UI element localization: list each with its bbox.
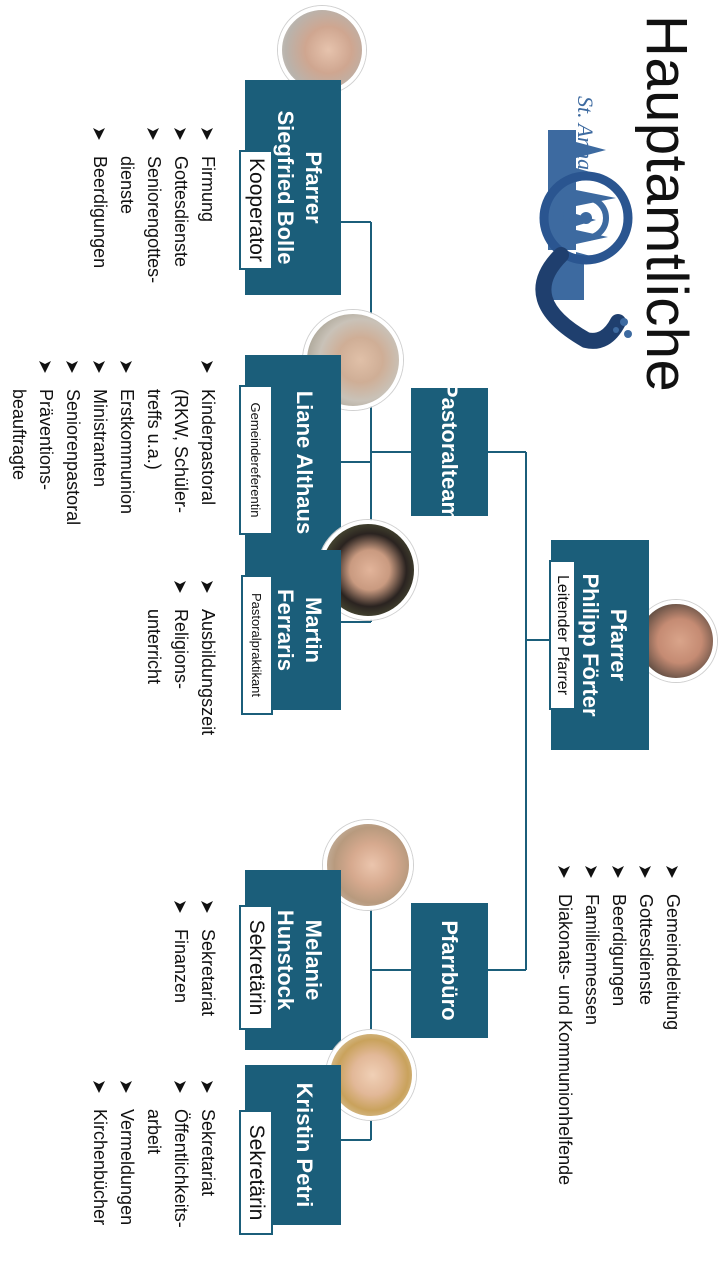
person-name-althaus: Liane Althaus bbox=[292, 390, 317, 535]
arrow-bullet-icon bbox=[639, 866, 651, 878]
person-name-ferraris-line1: Martin bbox=[301, 597, 326, 663]
arrow-bullet-icon bbox=[66, 361, 78, 373]
list-item: Familienmessen bbox=[578, 860, 605, 1185]
arrow-bullet-icon bbox=[585, 866, 597, 878]
task-list-bolle: Firmung Gottesdienste Seniorengottes- di… bbox=[86, 122, 221, 283]
arrow-bullet-icon bbox=[147, 128, 159, 140]
list-item: dienste bbox=[117, 156, 137, 215]
list-item: Kinderpastoral bbox=[194, 355, 221, 525]
arrow-bullet-icon bbox=[120, 1081, 132, 1093]
unit-box-pastoralteam: Pastoralteam bbox=[411, 383, 488, 521]
list-item: Beerdigungen bbox=[605, 860, 632, 1185]
list-item: unterricht bbox=[144, 609, 164, 685]
unit-label-pfarrbuero: Pfarrbüro bbox=[437, 920, 463, 1021]
person-name-foerter-line1: Pfarrer bbox=[606, 608, 631, 682]
list-item: Firmung bbox=[194, 122, 221, 283]
logo-graphic bbox=[535, 130, 633, 349]
unit-label-pastoralteam: Pastoralteam bbox=[437, 382, 463, 522]
list-item: Gottesdienste bbox=[167, 122, 194, 283]
role-label-bolle: Kooperator bbox=[239, 150, 273, 270]
arrow-bullet-icon bbox=[120, 361, 132, 373]
list-item: Seniorenpastoral bbox=[59, 355, 86, 525]
list-item: treffs u.a.) bbox=[144, 389, 164, 470]
person-name-foerter-line2: Philipp Förter bbox=[578, 573, 603, 717]
arrow-bullet-icon bbox=[201, 361, 213, 373]
arrow-bullet-icon bbox=[201, 128, 213, 140]
list-item: Erstkommunion bbox=[113, 355, 140, 525]
person-name-bolle-line1: Pfarrer bbox=[301, 151, 326, 224]
list-item: Kirchenbücher bbox=[86, 1075, 113, 1228]
role-label-petri: Sekretärin bbox=[239, 1110, 273, 1235]
person-name-hunstock-line1: Melanie bbox=[301, 919, 326, 1001]
list-item: Vermeldungen bbox=[113, 1075, 140, 1228]
role-label-ferraris: Pastoralpraktikant bbox=[241, 575, 273, 715]
task-list-althaus: Kinderpastoral (RKW, Schüler- treffs u.a… bbox=[5, 355, 221, 525]
role-label-hunstock: Sekretärin bbox=[239, 905, 273, 1030]
task-list-hunstock: Sekretariat Finanzen bbox=[167, 895, 221, 1016]
list-item: Präventions- bbox=[32, 355, 59, 525]
person-name-ferraris-line2: Ferraris bbox=[273, 589, 298, 671]
person-name-petri: Kristin Petri bbox=[292, 1082, 317, 1208]
list-item: Religions- bbox=[167, 575, 194, 735]
list-item: (RKW, Schüler- bbox=[171, 389, 191, 514]
list-item: Ministranten bbox=[86, 355, 113, 525]
arrow-bullet-icon bbox=[39, 361, 51, 373]
parish-logo: St. Anna bbox=[496, 90, 646, 380]
list-item: Seniorengottes- bbox=[140, 122, 167, 283]
arrow-bullet-icon bbox=[201, 1081, 213, 1093]
list-item: Diakonats- und Kommunionhelfende bbox=[551, 860, 578, 1185]
arrow-bullet-icon bbox=[174, 1081, 186, 1093]
list-item: Gemeindeleitung bbox=[659, 860, 686, 1185]
role-label-althaus: Gemeindereferentin bbox=[239, 385, 273, 535]
arrow-bullet-icon bbox=[201, 581, 213, 593]
logo-text: St. Anna bbox=[573, 96, 598, 171]
person-name-hunstock-line2: Hunstock bbox=[273, 909, 298, 1011]
arrow-bullet-icon bbox=[93, 128, 105, 140]
arrow-bullet-icon bbox=[93, 1081, 105, 1093]
role-label-foerter: Leitender Pfarrer bbox=[549, 560, 576, 710]
arrow-bullet-icon bbox=[558, 866, 570, 878]
arrow-bullet-icon bbox=[174, 901, 186, 913]
list-item: Finanzen bbox=[167, 895, 194, 1016]
unit-box-pfarrbuero: Pfarrbüro bbox=[411, 903, 488, 1038]
arrow-bullet-icon bbox=[666, 866, 678, 878]
person-name-bolle-line2: Siegfried Bolle bbox=[273, 110, 298, 265]
list-item: Beerdigungen bbox=[86, 122, 113, 283]
task-list-foerter: Gemeindeleitung Gottesdienste Beerdigung… bbox=[551, 860, 686, 1185]
list-item: Sekretariat bbox=[194, 895, 221, 1016]
arrow-bullet-icon bbox=[612, 866, 624, 878]
arrow-bullet-icon bbox=[174, 128, 186, 140]
arrow-bullet-icon bbox=[174, 581, 186, 593]
list-item: Gottesdienste bbox=[632, 860, 659, 1185]
arrow-bullet-icon bbox=[93, 361, 105, 373]
list-item: Sekretariat bbox=[194, 1075, 221, 1228]
list-item: Ausbildungszeit bbox=[194, 575, 221, 735]
task-list-ferraris: Ausbildungszeit Religions- unterricht bbox=[140, 575, 221, 735]
task-list-petri: Sekretariat Öffentlichkeits- arbeit Verm… bbox=[86, 1075, 221, 1228]
list-item: arbeit bbox=[144, 1109, 164, 1155]
list-item: beauftragte bbox=[9, 389, 29, 481]
arrow-bullet-icon bbox=[201, 901, 213, 913]
list-item: Öffentlichkeits- bbox=[167, 1075, 194, 1228]
